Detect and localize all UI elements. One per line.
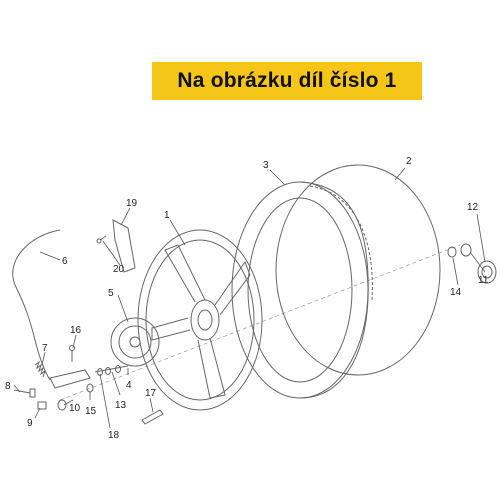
callout-7: 7 <box>42 343 48 354</box>
callout-5: 5 <box>108 288 114 299</box>
callout-20: 20 <box>113 264 125 275</box>
callout-4: 4 <box>126 380 132 391</box>
callout-12: 12 <box>467 202 479 213</box>
wheel-rim-part <box>137 229 263 411</box>
screw-16-part <box>69 345 75 362</box>
callout-11: 11 <box>478 275 489 286</box>
callout-16: 16 <box>70 325 82 336</box>
part-number-banner: Na obrázku díl číslo 1 <box>152 62 422 100</box>
callout-1: 1 <box>164 210 170 221</box>
tire-rear-rim-edge <box>275 164 441 376</box>
leader-lines <box>13 167 486 429</box>
callout-6: 6 <box>62 256 68 267</box>
nut-15-part <box>86 383 94 393</box>
bolt-8-part <box>13 388 36 398</box>
washer-10-part <box>57 399 67 411</box>
callout-13: 13 <box>115 400 127 411</box>
callout-10: 10 <box>69 403 81 414</box>
callout-14: 14 <box>450 287 462 298</box>
washer-14-part <box>447 246 457 258</box>
brake-lever-part <box>49 369 91 389</box>
hub-cap-part <box>477 260 497 284</box>
callout-15: 15 <box>85 406 97 417</box>
spring-part <box>34 360 46 378</box>
callout-17: 17 <box>145 388 157 399</box>
axle-center-line <box>59 244 461 401</box>
screw-20-part <box>96 235 107 244</box>
callout-3: 3 <box>263 160 269 171</box>
brake-shoe-part <box>110 317 160 367</box>
bracket-part <box>112 219 136 273</box>
tire-part <box>231 181 373 399</box>
callout-18: 18 <box>108 430 120 441</box>
callout-19: 19 <box>126 198 138 209</box>
callout-2: 2 <box>406 156 412 167</box>
brake-cable-part <box>12 229 61 381</box>
callout-9: 9 <box>27 418 33 429</box>
shaft-assembly-part <box>94 365 129 376</box>
nut-11-part <box>460 243 472 257</box>
callout-8: 8 <box>5 381 11 392</box>
bolt-17-part <box>141 409 164 425</box>
nut-9-part <box>37 401 47 410</box>
